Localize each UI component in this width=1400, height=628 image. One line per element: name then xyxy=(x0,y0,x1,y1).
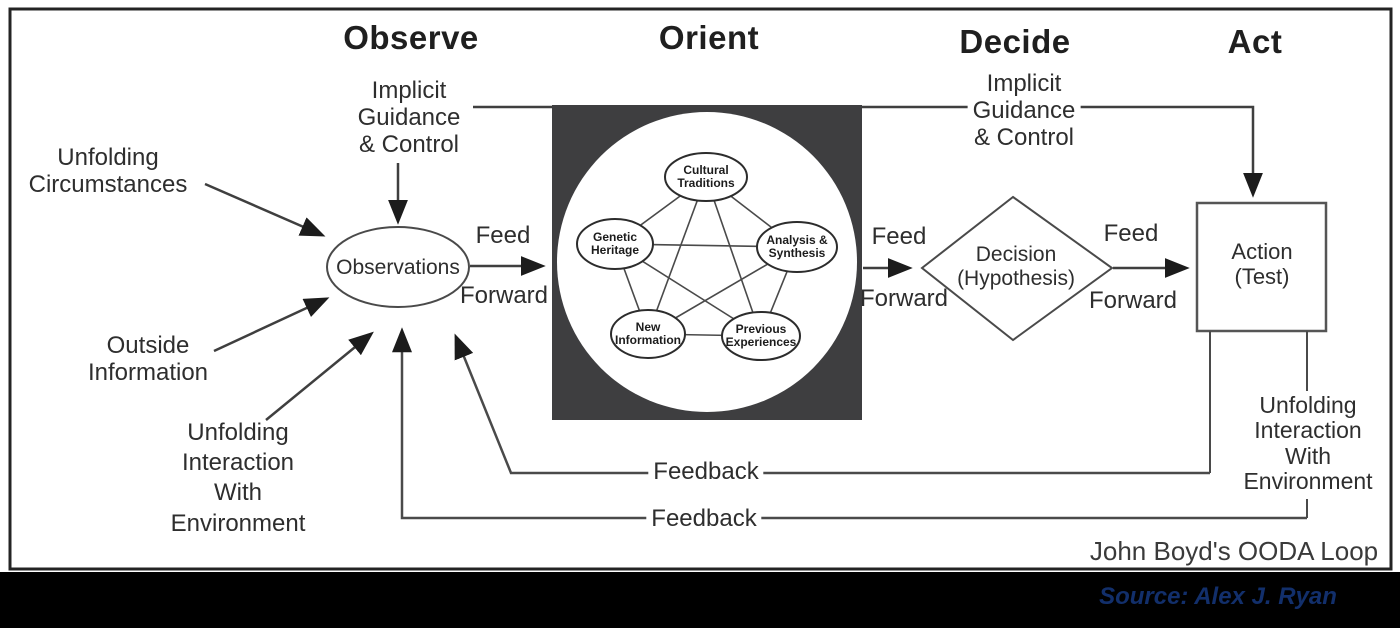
analysis-synthesis-ellipse xyxy=(756,221,838,273)
decision-diamond xyxy=(920,195,1114,342)
header-act: Act xyxy=(1227,23,1283,60)
feedback-label-lower: Feedback xyxy=(646,505,762,533)
outside-information-arrow xyxy=(213,297,330,353)
header-orient: Orient xyxy=(658,19,760,56)
implicit-guidance-label-left: Implicit Guidance & Control xyxy=(357,77,461,158)
feed-label-2: Feed xyxy=(871,223,927,250)
genetic-heritage-ellipse xyxy=(576,218,654,270)
source-credit: Source: Alex J. Ryan xyxy=(1099,583,1337,610)
feedback-label-upper: Feedback xyxy=(648,458,764,486)
cultural-traditions-ellipse xyxy=(664,152,748,202)
diagram-caption: John Boyd's OODA Loop xyxy=(1089,536,1379,566)
analysis-synthesis-label: Analysis & Synthesis xyxy=(766,233,828,260)
forward-label-3: Forward xyxy=(1088,287,1178,314)
genetic-heritage-label: Genetic Heritage xyxy=(590,230,640,257)
feed-label-1: Feed xyxy=(475,222,531,249)
header-decide: Decide xyxy=(959,23,1071,60)
action-label: Action (Test) xyxy=(1231,239,1293,289)
diagram-border xyxy=(8,7,1393,571)
unfolding-circumstances-arrow xyxy=(204,182,326,237)
unfolding-interaction-label-left: Unfolding Interaction With Environment xyxy=(170,419,306,537)
outside-information-label: Outside Information xyxy=(87,332,209,386)
feed-label-3: Feed xyxy=(1103,220,1159,247)
orient-nodes xyxy=(576,152,838,361)
footer-bar: Source: Alex J. Ryan xyxy=(0,572,1400,628)
implicit-guidance-label-right: Implicit Guidance & Control xyxy=(967,70,1081,152)
observations-label: Observations xyxy=(336,256,460,279)
forward-label-1: Forward xyxy=(459,282,549,309)
diagram-canvas xyxy=(8,7,1393,571)
header-observe: Observe xyxy=(343,19,479,56)
feedback-line-upper xyxy=(454,333,1210,475)
observations-ellipse xyxy=(326,226,470,308)
previous-experiences-ellipse xyxy=(721,311,801,361)
new-information-ellipse xyxy=(610,309,686,359)
new-information-label: New Information xyxy=(615,320,681,347)
feedback-line-lower xyxy=(392,327,1307,520)
unfolding-circumstances-label: Unfolding Circumstances xyxy=(28,144,188,198)
unfolding-interaction-label-right: Unfolding Interaction With Environment xyxy=(1243,392,1373,494)
action-box xyxy=(1195,201,1328,333)
forward-label-2: Forward xyxy=(859,285,949,312)
unfolding-interaction-arrow xyxy=(265,331,374,421)
cultural-traditions-label: Cultural Traditions xyxy=(677,163,735,190)
previous-experiences-label: Previous Experiences xyxy=(725,322,797,349)
decision-label: Decision (Hypothesis) xyxy=(957,243,1075,290)
